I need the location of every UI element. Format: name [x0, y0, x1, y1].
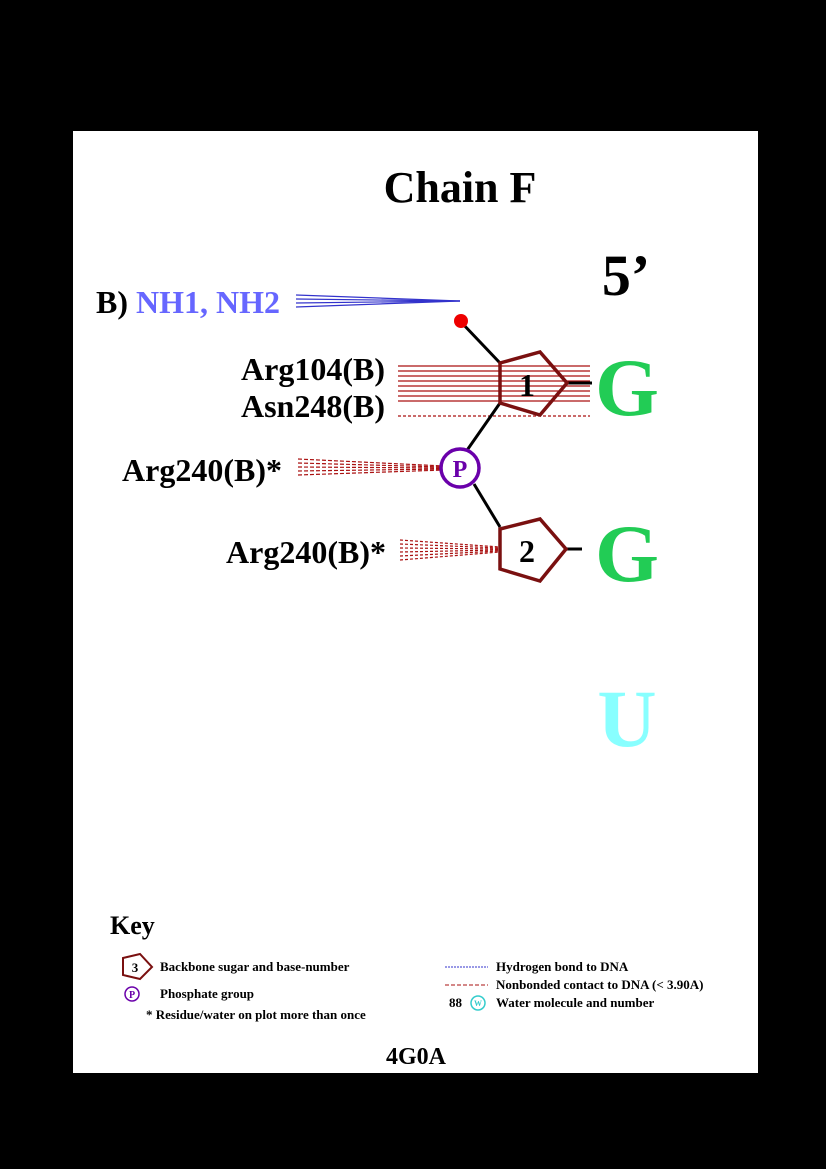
hbond-lines: [295, 294, 461, 308]
nonbonded-contacts-2: [297, 458, 445, 476]
five-prime-label: 5’: [602, 243, 650, 308]
base-letter: G: [595, 508, 659, 599]
legend-nonbonded-text: Nonbonded contact to DNA (< 3.90A): [496, 977, 703, 992]
phosphate: P: [439, 447, 481, 489]
phosphate-circle-icon: [439, 447, 481, 489]
legend: Key 3 Backbone sugar and base-number P P…: [110, 911, 703, 1022]
legend-water-symbol: W: [474, 999, 482, 1008]
pentagon-icon: [498, 517, 569, 584]
legend-hbond-text: Hydrogen bond to DNA: [496, 959, 629, 974]
legend-repeat-text: * Residue/water on plot more than once: [146, 1007, 366, 1022]
residue-label-text: B): [96, 284, 136, 320]
chain-title: Chain F: [384, 163, 537, 212]
oxygen-atom-icon: [454, 314, 468, 328]
nonbonded-contacts-3: [399, 539, 501, 561]
pentagon-icon: [498, 350, 570, 418]
sugar-2: 2: [498, 517, 569, 584]
phosphate-circle-icon: [124, 986, 140, 1002]
base-letter: U: [597, 673, 656, 764]
residue-atoms: NH1, NH2: [136, 284, 280, 320]
legend-sugar-example: 3: [132, 960, 139, 975]
residue-label: Arg104(B): [241, 351, 385, 387]
pdb-id: 4G0A: [386, 1044, 447, 1070]
sugar-number: 1: [519, 367, 535, 403]
residue-label: B) NH1, NH2: [96, 284, 280, 320]
legend-phosphate-example: P: [129, 990, 135, 1001]
sugar-number: 2: [519, 533, 535, 569]
legend-water-text: Water molecule and number: [496, 995, 655, 1010]
water-circle-icon: [470, 995, 486, 1011]
legend-phosphate-text: Phosphate group: [160, 986, 254, 1001]
legend-sugar-text: Backbone sugar and base-number: [160, 959, 350, 974]
base-letter: G: [595, 342, 659, 433]
phosphate-label: P: [453, 457, 468, 483]
pentagon-icon: [122, 952, 154, 981]
legend-water-number: 88: [449, 995, 463, 1010]
residue-label: Asn248(B): [241, 388, 385, 424]
sugar-1: 1: [498, 350, 570, 418]
page-panel: [73, 131, 758, 1073]
legend-heading: Key: [110, 911, 155, 940]
residue-label: Arg240(B)*: [226, 534, 386, 570]
residue-label: Arg240(B)*: [122, 452, 282, 488]
